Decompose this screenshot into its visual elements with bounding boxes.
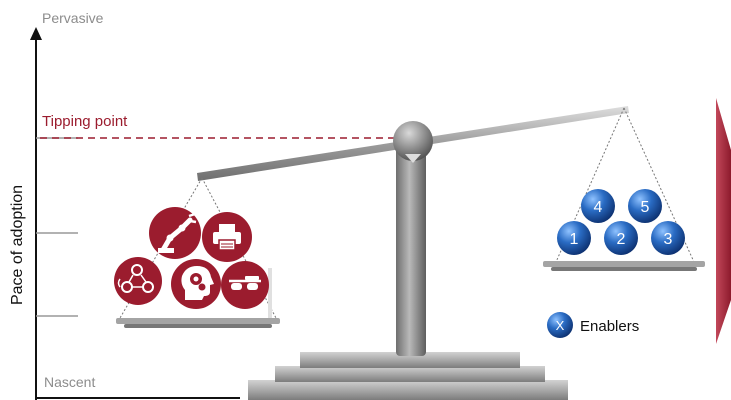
enabler-ball-3: 3 — [651, 221, 685, 255]
enabler-ball-number: 2 — [617, 231, 626, 248]
enabler-ball-circle — [557, 221, 591, 255]
base-step-middle — [275, 366, 545, 382]
smart-glasses-icon — [221, 261, 269, 309]
left-pan-base — [124, 324, 272, 328]
head-gears-icon — [171, 259, 221, 309]
axis-top-label: Pervasive — [42, 10, 104, 26]
enabler-ball-circle — [604, 221, 638, 255]
enabler-ball-number: 3 — [664, 231, 673, 248]
y-axis-label: Pace of adoption — [9, 184, 26, 306]
scale-pillar — [396, 138, 426, 356]
pivot-knob — [393, 121, 433, 161]
enabler-ball-circle — [628, 189, 662, 223]
printer-icon — [202, 212, 252, 262]
right-arrow-shape — [716, 98, 731, 344]
base-step-bottom — [248, 380, 568, 400]
enabler-ball-2: 2 — [604, 221, 638, 255]
pivot-pointer — [405, 154, 421, 163]
robot-arm-icon — [149, 207, 201, 259]
enabler-ball-circle — [581, 189, 615, 223]
y-axis-arrowhead — [30, 27, 42, 40]
enabler-ball-number: 5 — [641, 199, 650, 216]
legend-label: Enablers — [580, 318, 640, 335]
left-pan — [116, 318, 280, 324]
enabler-ball-5: 5 — [628, 189, 662, 223]
enabler-ball-circle — [651, 221, 685, 255]
enabler-ball-4: 4 — [581, 189, 615, 223]
tipping-point-label: Tipping point — [42, 113, 128, 130]
legend-marker-text: X — [556, 318, 565, 333]
base-step-top — [300, 352, 520, 368]
legend-marker: X — [547, 312, 573, 338]
right-pan — [543, 261, 705, 267]
enabler-ball-number: 4 — [594, 199, 603, 216]
enabler-ball-1: 1 — [557, 221, 591, 255]
left-pan-post — [268, 268, 272, 318]
right-pan-base — [551, 267, 697, 271]
enabler-ball-number: 1 — [570, 231, 579, 248]
axis-bottom-label: Nascent — [44, 374, 96, 390]
network-people-icon — [114, 257, 162, 305]
